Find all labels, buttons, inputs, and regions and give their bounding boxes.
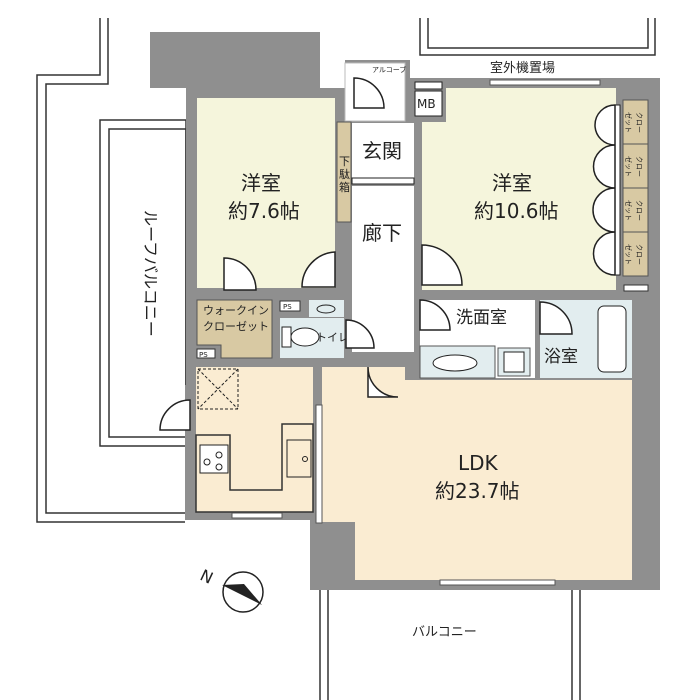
roof-balcony-label: ルーフバルコニー — [141, 210, 160, 337]
toilet-label: トイレ — [316, 331, 349, 344]
bedroom-2-size: 約10.6帖 — [474, 199, 559, 223]
mb — [414, 90, 443, 117]
ldk-size: 約23.7帖 — [435, 479, 520, 503]
stove-icon — [199, 444, 229, 474]
svg-text:クロー: クロー — [635, 244, 643, 265]
shoe-box-label: 下 — [339, 155, 350, 168]
roof-balcony-door[interactable] — [159, 399, 191, 431]
washroom-label: 洗面室 — [456, 308, 507, 328]
entrance — [352, 123, 414, 178]
hallway-label: 廊下 — [362, 221, 402, 245]
outdoor-unit-area: 室外機置場 — [419, 18, 656, 76]
svg-text:ゼット: ゼット — [624, 244, 633, 265]
svg-text:ゼット: ゼット — [624, 156, 633, 177]
ps-label: PS — [283, 303, 292, 311]
roof-balcony: ルーフバルコニー — [36, 18, 187, 523]
sink-icon — [286, 439, 312, 478]
bedroom-2-closets[interactable] — [592, 99, 649, 277]
balcony: バルコニー — [319, 590, 581, 700]
bedroom-2-name: 洋室 — [492, 171, 532, 195]
entrance-label: 玄関 — [362, 139, 402, 163]
outdoor-unit-label: 室外機置場 — [490, 60, 555, 76]
shoe-box-label: 箱 — [339, 180, 350, 194]
alcove-label: アルコーブ — [372, 65, 406, 74]
ldk — [322, 367, 632, 580]
north-label: N — [197, 565, 216, 587]
bedroom-1 — [197, 98, 335, 288]
bathroom-door[interactable] — [539, 301, 573, 335]
toilet-door[interactable] — [345, 319, 375, 349]
walk-in-label: ウォークイン — [203, 304, 269, 317]
ldk-name: LDK — [458, 451, 499, 475]
bedroom-2 — [422, 88, 616, 290]
walk-in-label: クローゼット — [203, 320, 269, 333]
bedroom-1-size: 約7.6帖 — [228, 199, 300, 223]
closet-labels: ゼット クロー ゼット クロー ゼット クロー ゼット クロー — [624, 112, 643, 265]
ldk-door[interactable] — [367, 366, 399, 398]
walk-in-closet — [196, 299, 273, 359]
svg-text:ゼット: ゼット — [624, 200, 633, 221]
north-arrow-icon: N — [197, 565, 264, 613]
washroom-door[interactable] — [419, 299, 451, 331]
shoe-box-label: 駄 — [339, 167, 350, 181]
balcony-label: バルコニー — [412, 625, 477, 640]
bedroom-1-door[interactable] — [301, 251, 336, 288]
svg-text:クロー: クロー — [635, 156, 643, 177]
svg-text:クロー: クロー — [635, 112, 643, 133]
bathroom-label: 浴室 — [544, 347, 578, 367]
svg-text:ゼット: ゼット — [624, 112, 633, 133]
bedroom-2-door[interactable] — [421, 244, 463, 286]
svg-text:クロー: クロー — [635, 200, 643, 221]
bedroom-1-name: 洋室 — [241, 171, 281, 195]
shoe-box — [336, 121, 352, 223]
entrance-door[interactable] — [353, 77, 385, 109]
ps-label: PS — [199, 351, 208, 359]
bedroom-1-closet-door[interactable] — [223, 257, 257, 291]
mb-label: MB — [417, 97, 436, 111]
